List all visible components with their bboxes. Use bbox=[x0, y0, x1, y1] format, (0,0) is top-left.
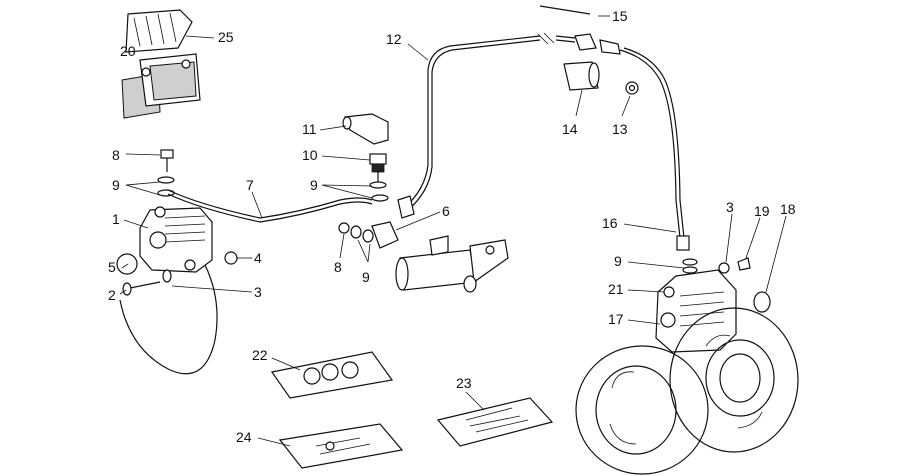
label-part-2: 2 bbox=[108, 287, 116, 303]
label-part-7: 7 bbox=[246, 177, 254, 193]
center-junction bbox=[338, 181, 399, 249]
brake-pads bbox=[121, 53, 201, 119]
label-part-12: 12 bbox=[386, 31, 402, 47]
seal-kit bbox=[270, 351, 394, 399]
label-part-8: 8 bbox=[112, 147, 120, 163]
label-part-9: 9 bbox=[614, 253, 622, 269]
leader-lines bbox=[119, 15, 787, 447]
label-part-16: 16 bbox=[602, 215, 618, 231]
label-part-6: 6 bbox=[442, 203, 450, 219]
caliper-bolts bbox=[116, 251, 238, 296]
label-part-11: 11 bbox=[302, 121, 317, 137]
label-part-9: 9 bbox=[310, 177, 318, 193]
label-part-3: 3 bbox=[726, 199, 734, 215]
label-part-24: 24 bbox=[236, 429, 252, 445]
stop-light-switch bbox=[369, 153, 387, 182]
label-part-15: 15 bbox=[612, 8, 628, 24]
label-part-22: 22 bbox=[252, 347, 268, 363]
label-part-1: 1 bbox=[112, 211, 120, 227]
brake-line-fitting-top bbox=[539, 5, 621, 55]
label-part-23: 23 bbox=[456, 375, 472, 391]
brake-line-left bbox=[167, 189, 373, 223]
right-brake-caliper bbox=[655, 269, 737, 353]
rubber-sleeve bbox=[563, 61, 600, 91]
label-part-25: 25 bbox=[218, 29, 234, 45]
label-part-9: 9 bbox=[362, 269, 370, 285]
left-brake-caliper bbox=[139, 206, 213, 273]
label-part-21: 21 bbox=[608, 281, 624, 297]
label-part-10: 10 bbox=[302, 147, 318, 163]
master-cylinder bbox=[395, 235, 509, 293]
label-part-8: 8 bbox=[334, 259, 342, 275]
brake-pad-spring bbox=[125, 9, 193, 53]
caliper-bleeder-bolt bbox=[157, 149, 175, 197]
label-part-19: 19 bbox=[754, 203, 770, 219]
label-part-20: 20 bbox=[120, 43, 136, 59]
label-part-17: 17 bbox=[608, 311, 624, 327]
hose-clip bbox=[625, 81, 639, 95]
bleeder-kit bbox=[436, 397, 554, 447]
label-part-5: 5 bbox=[108, 259, 116, 275]
label-part-4: 4 bbox=[254, 250, 262, 266]
label-part-13: 13 bbox=[612, 121, 628, 137]
part-labels: 25 20 8 9 1 5 2 3 4 7 11 10 9 8 9 6 12 1… bbox=[108, 8, 796, 445]
brake-line-right bbox=[619, 47, 698, 274]
label-part-18: 18 bbox=[780, 201, 796, 217]
piston-kit bbox=[278, 423, 404, 469]
right-brake-disc bbox=[575, 307, 799, 475]
brake-line-upper bbox=[397, 32, 576, 219]
label-part-14: 14 bbox=[562, 121, 578, 137]
right-caliper-hardware bbox=[663, 257, 771, 313]
label-part-9: 9 bbox=[112, 177, 120, 193]
left-brake-disc bbox=[119, 264, 218, 375]
label-part-3: 3 bbox=[254, 284, 262, 300]
switch-cap bbox=[342, 113, 389, 145]
